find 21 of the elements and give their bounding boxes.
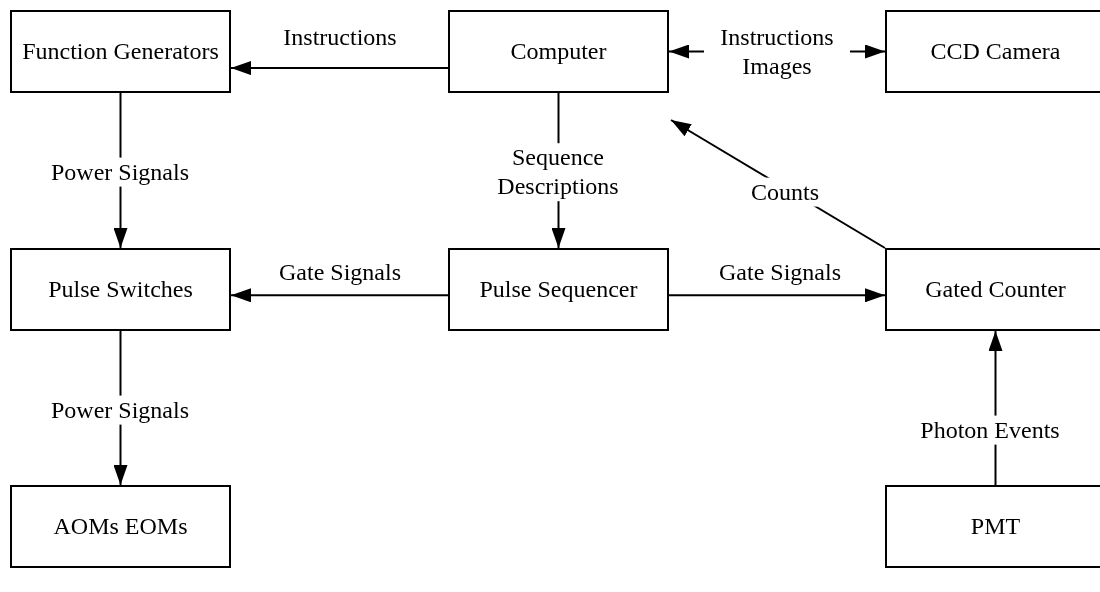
box-label: Pulse Sequencer <box>478 275 639 304</box>
box-label: Gated Counter <box>924 275 1067 304</box>
process-box <box>885 248 1100 331</box>
box-label: AOMs EOMs <box>52 512 189 541</box>
edge-label: Power Signals <box>48 395 192 425</box>
box-label: CCD Camera <box>929 37 1062 66</box>
arrow <box>668 288 886 303</box>
process-box <box>10 10 231 93</box>
process-box <box>10 485 231 568</box>
box-label: Function Generators <box>21 37 220 66</box>
process-box <box>10 248 231 331</box>
process-box <box>448 248 669 331</box>
arrow <box>230 288 449 303</box>
process-box <box>448 10 669 93</box>
box-label: Computer <box>509 37 608 66</box>
box-label: PMT <box>969 512 1022 541</box>
process-box <box>885 10 1100 93</box>
edge-label: Power Signals <box>48 157 192 187</box>
arrow <box>230 61 449 76</box>
process-box <box>885 485 1100 568</box>
box-label: Pulse Switches <box>47 275 194 304</box>
